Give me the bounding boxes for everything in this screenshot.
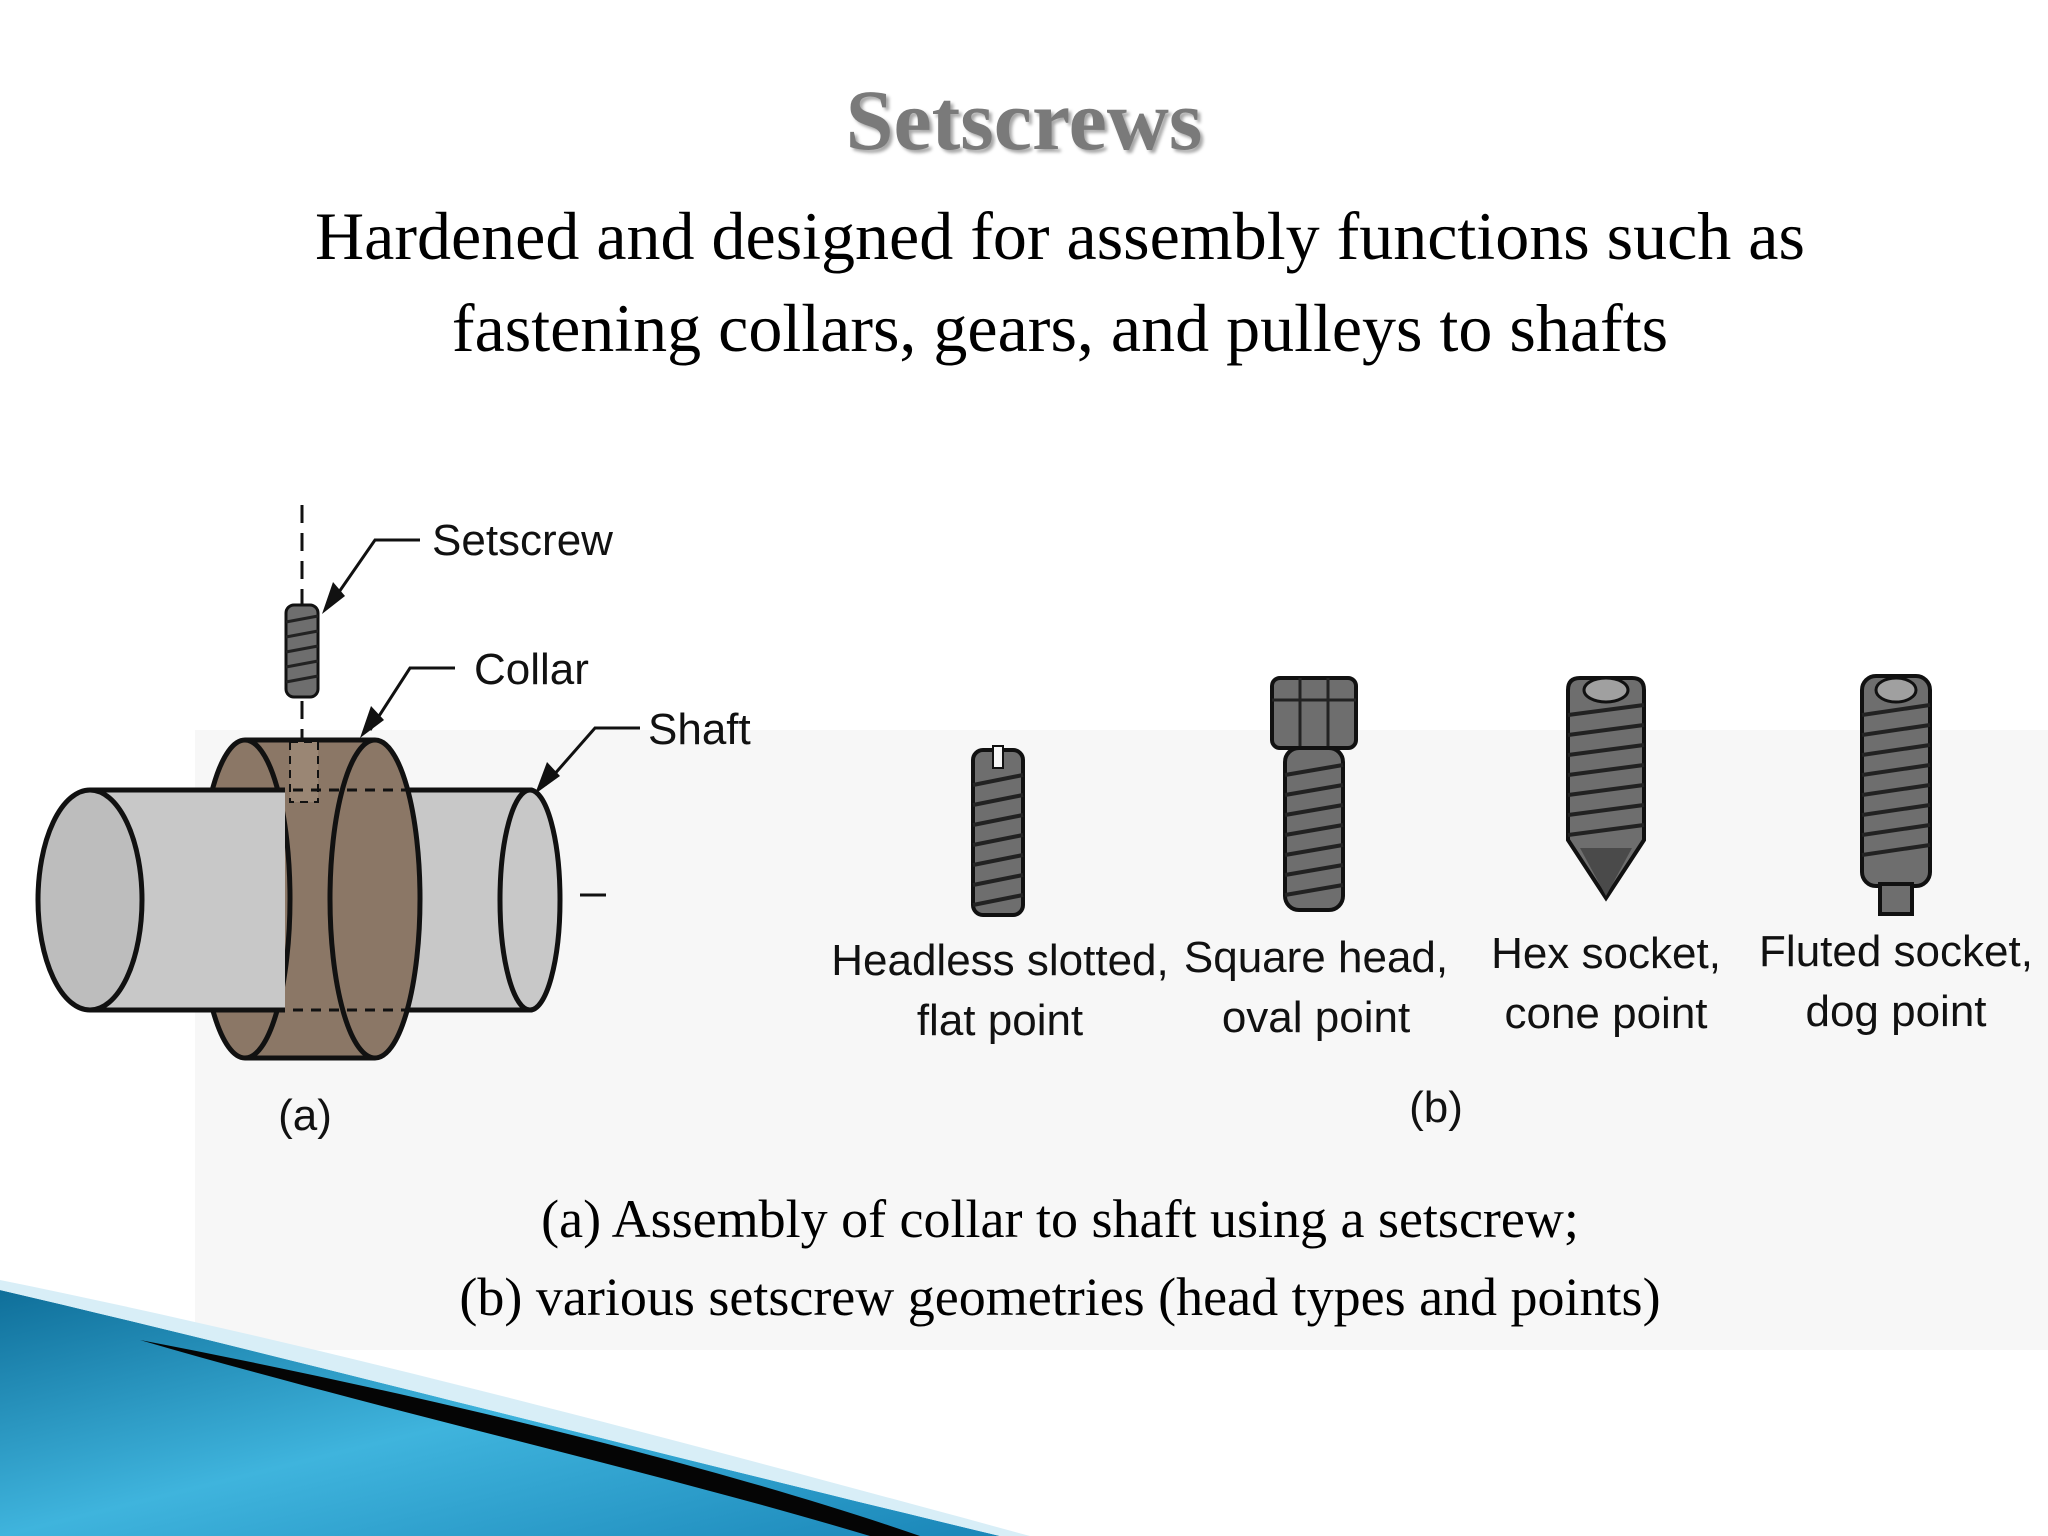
- screw-fluted-socket: [1860, 674, 1932, 916]
- subtitle-line-1: Hardened and designed for assembly funct…: [315, 198, 1805, 274]
- type-2-line-2: oval point: [1222, 993, 1410, 1042]
- type-2-line-1: Square head,: [1184, 933, 1448, 982]
- type-4-line-1: Fluted socket,: [1759, 927, 2033, 976]
- type-4-line-2: dog point: [1805, 987, 1986, 1036]
- type-3-line-2: cone point: [1504, 989, 1707, 1038]
- setscrew-small: [284, 603, 320, 699]
- type-1-line-1: Headless slotted,: [831, 936, 1169, 985]
- caption-line-2: (b) various setscrew geometries (head ty…: [459, 1267, 1661, 1327]
- collar-arrowhead: [360, 706, 384, 738]
- label-panel-b: (b): [1409, 1083, 1463, 1132]
- slide-title: Setscrews: [845, 72, 1203, 168]
- subtitle-line-2: fastening collars, gears, and pulleys to…: [451, 290, 1669, 366]
- label-collar: Collar: [474, 645, 589, 694]
- shaft-arrowhead: [535, 762, 560, 794]
- leader-lines: [328, 538, 640, 786]
- type-3-line-1: Hex socket,: [1491, 929, 1721, 978]
- figure-b-geometries: Headless slotted, flat point Square head…: [831, 674, 2033, 1132]
- screw-square-head: [1270, 676, 1358, 912]
- slide-subtitle: Hardened and designed for assembly funct…: [150, 190, 1970, 374]
- shaft-left: [35, 787, 285, 1013]
- setscrew-arrowhead: [322, 582, 345, 614]
- type-1-line-2: flat point: [917, 996, 1083, 1045]
- decorative-swoosh: [0, 1280, 1030, 1536]
- caption-line-1: (a) Assembly of collar to shaft using a …: [541, 1189, 1579, 1249]
- figure-a-assembly: Setscrew Collar Shaft (a): [35, 505, 751, 1140]
- label-panel-a: (a): [278, 1091, 332, 1140]
- screw-headless-slotted: [971, 745, 1025, 917]
- label-shaft: Shaft: [648, 705, 751, 754]
- label-setscrew: Setscrew: [432, 516, 613, 565]
- screw-hex-socket: [1566, 676, 1646, 902]
